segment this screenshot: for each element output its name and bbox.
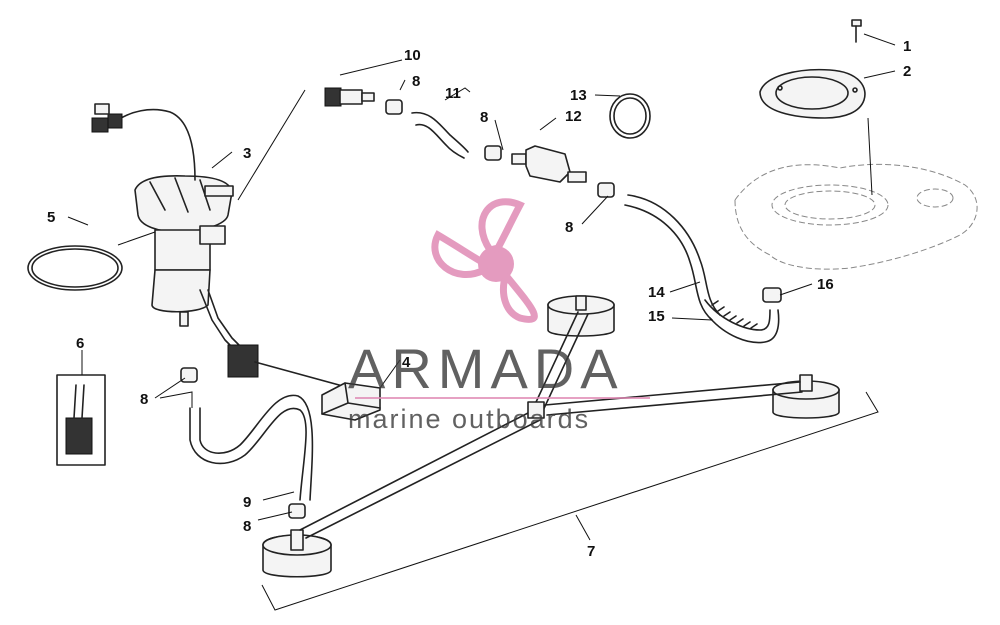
- callout-3: 3: [243, 145, 251, 162]
- callout-12: 12: [565, 108, 582, 125]
- callout-8-e: 8: [243, 518, 251, 535]
- armada-logo: [431, 198, 538, 323]
- short-hose-part: [411, 111, 469, 159]
- callout-1: 1: [903, 38, 911, 55]
- watermark-title: ARMADA: [348, 337, 624, 400]
- fuel-pump-assembly: [91, 103, 351, 389]
- callout-6: 6: [76, 335, 84, 352]
- quick-connector-part: [324, 87, 375, 107]
- callout-8-b: 8: [480, 109, 488, 126]
- callout-numbers: 1 2 3 4 5 6 7 8 8 8 8 8 9 10 11 12 13 14…: [47, 38, 911, 560]
- callout-10: 10: [404, 47, 421, 64]
- long-hose-part: [624, 194, 780, 344]
- callout-15: 15: [648, 308, 665, 325]
- spring-clip-part: [609, 93, 651, 139]
- callout-14: 14: [648, 284, 665, 301]
- watermark-subtitle: marine outboards: [348, 404, 590, 434]
- callout-8-c: 8: [565, 219, 573, 236]
- callout-8-a: 8: [412, 73, 420, 90]
- callout-8-d: 8: [140, 391, 148, 408]
- o-ring-part: [27, 245, 123, 291]
- lower-hose-part: [189, 394, 314, 501]
- callout-2: 2: [903, 63, 911, 80]
- pickup-filter-network: [261, 295, 879, 611]
- inline-filter-part: [511, 145, 587, 183]
- screw-part: [851, 19, 862, 43]
- callout-13: 13: [570, 87, 587, 104]
- sender-unit-inset: [56, 374, 106, 466]
- callout-7: 7: [587, 543, 595, 560]
- flange-ring-part: [759, 68, 866, 119]
- callout-11: 11: [445, 85, 461, 102]
- leader-lines: [67, 33, 896, 541]
- callout-5: 5: [47, 209, 55, 226]
- callout-4: 4: [402, 354, 411, 371]
- callout-9: 9: [243, 494, 251, 511]
- hose-clamp-parts: [180, 99, 782, 519]
- callout-16: 16: [817, 276, 834, 293]
- connector-block-part: [321, 382, 381, 421]
- fuel-tank-outline: [734, 163, 978, 270]
